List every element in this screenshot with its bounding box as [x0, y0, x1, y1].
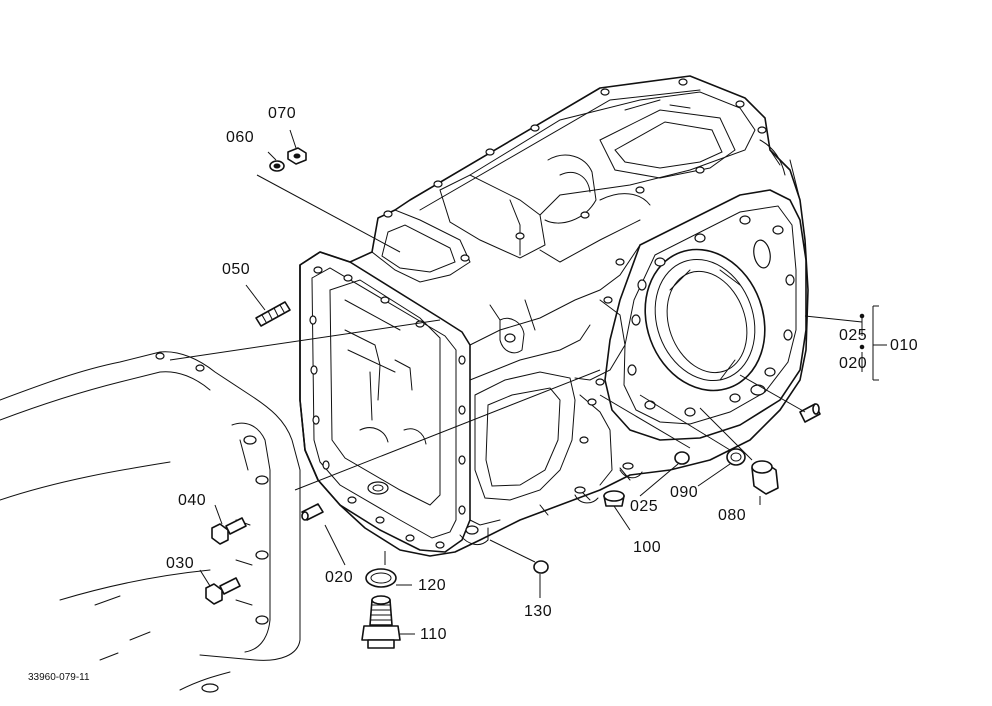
- mating-housing: [0, 351, 301, 693]
- part-025-pin: [674, 451, 690, 465]
- transmission-case: [299, 75, 809, 557]
- part-130-cap: [533, 560, 549, 574]
- part-060-washer: [269, 160, 285, 172]
- label-120: 120: [418, 577, 447, 594]
- part-100-plug: [603, 490, 625, 507]
- leader-lines: [169, 129, 887, 635]
- label-025-mid: 025: [630, 498, 659, 515]
- front-flange-holes: [309, 266, 466, 549]
- label-010: 010: [890, 337, 919, 354]
- drawing-number: 33960-079-11: [28, 672, 90, 683]
- top-deck-holes: [383, 78, 767, 262]
- part-020-right-dowel: [799, 403, 821, 423]
- label-025-right: 025: [839, 327, 868, 344]
- part-020-left-dowel: [301, 503, 324, 521]
- label-020-right: 020: [839, 355, 868, 372]
- part-090-washer: [726, 448, 746, 466]
- part-040-bolt: [211, 517, 247, 545]
- label-080: 080: [718, 507, 747, 524]
- label-090: 090: [670, 484, 699, 501]
- label-100: 100: [633, 539, 662, 556]
- label-110: 110: [420, 626, 448, 643]
- label-070: 070: [268, 105, 297, 122]
- label-060: 060: [226, 129, 255, 146]
- part-120-oring: [365, 568, 397, 588]
- part-030-bolt: [205, 577, 241, 605]
- part-070-nut: [287, 147, 307, 165]
- part-050-stud: [255, 301, 291, 327]
- part-080-plug: [751, 460, 779, 495]
- label-030: 030: [166, 555, 195, 572]
- part-110-fitting: [361, 595, 401, 649]
- label-040: 040: [178, 492, 207, 509]
- label-130: 130: [524, 603, 553, 620]
- label-050: 050: [222, 261, 251, 278]
- rear-face-holes: [603, 215, 795, 417]
- label-020-left: 020: [325, 569, 354, 586]
